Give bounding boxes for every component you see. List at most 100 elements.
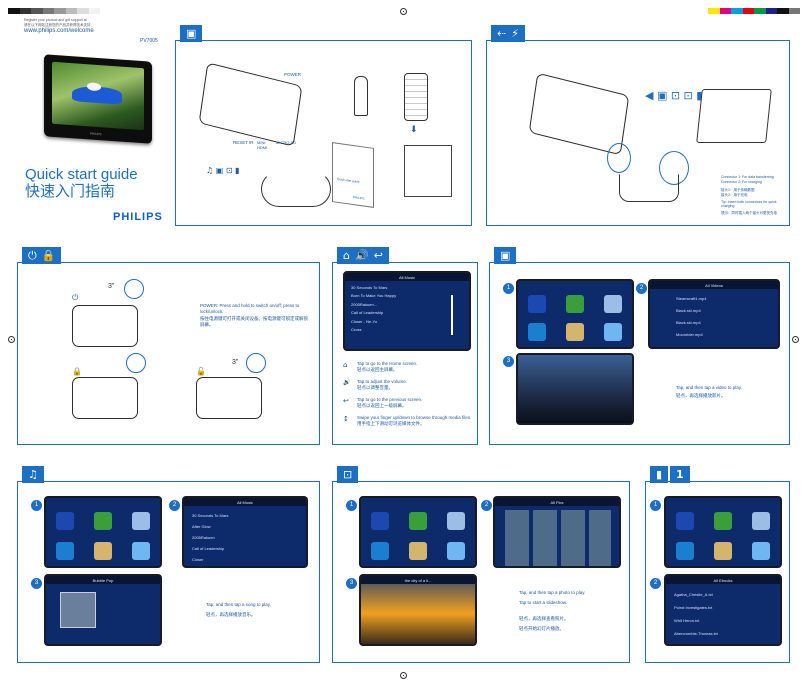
step-1: 1 xyxy=(650,500,661,511)
setting-tile[interactable] xyxy=(447,542,465,560)
list-item[interactable]: 2005Rakuen... xyxy=(351,301,378,307)
power-tab: ⏻ 🔒 xyxy=(22,247,62,264)
car-charger-drawing xyxy=(354,76,368,116)
lock-icon: 🔒 xyxy=(41,249,56,262)
music-tile[interactable] xyxy=(56,512,74,530)
box-contents-tab: ▣ xyxy=(180,25,203,42)
nav-tip-back-cn: 轻点以返回上一级屏幕。 xyxy=(357,403,407,408)
photo-tip-1-en: Tap, and then tap a photo to play. xyxy=(519,590,586,595)
step-1: 1 xyxy=(31,500,42,511)
list-item[interactable]: After Glow xyxy=(192,524,211,529)
photo-tile[interactable] xyxy=(132,512,150,530)
nav-tip-volume-en: Tap to adjust the volume. xyxy=(357,379,408,384)
list-item[interactable]: Call of Leadership xyxy=(351,310,384,316)
music-tile[interactable] xyxy=(528,295,546,313)
photo-tile[interactable] xyxy=(604,295,622,313)
ebook-tile[interactable] xyxy=(676,542,694,560)
step-2: 2 xyxy=(481,500,492,511)
list-item[interactable]: Closer - Ne-Yo xyxy=(351,318,378,324)
box-contents-panel: ▣ POWER RESET IR MINI HDMI MICRO SD ⬇ ♫ … xyxy=(175,25,472,226)
photo-panel: ⊡ 1 2 All Pics 3 the city of a li... Tap… xyxy=(332,466,630,663)
video-tile[interactable] xyxy=(714,512,732,530)
connect-note-3: 接头1：用于传输数据 xyxy=(721,188,755,192)
usb-cable-drawing xyxy=(261,171,331,207)
connect-panel: ⇠ ⚡ ◀ ▣ ⊡ ⊡ ▮ Connector 1: For data tran… xyxy=(486,25,790,226)
music-tile[interactable] xyxy=(676,512,694,530)
website-url[interactable]: www.philips.com/welcome xyxy=(24,28,94,34)
step-2: 2 xyxy=(169,500,180,511)
music-icon: ♫ xyxy=(28,468,38,481)
video-playback-screen xyxy=(516,353,634,425)
video-tile[interactable] xyxy=(94,512,112,530)
setting-tile[interactable] xyxy=(604,323,622,341)
video-tab: ▣ xyxy=(494,247,517,264)
browser-tile[interactable] xyxy=(409,542,427,560)
list-item[interactable]: Black.ski.mp4 xyxy=(676,308,701,313)
unlock-icon: 🔓 xyxy=(196,367,206,376)
list-item[interactable]: Moonrider.mp4 xyxy=(676,332,703,337)
transfer-arrow: ◀ ▣ ⊡ ⊡ ▮ xyxy=(645,89,703,102)
photo-tile[interactable] xyxy=(447,512,465,530)
music-list-screen: All Music 30 Seconds To Mars Born To Mak… xyxy=(343,271,471,351)
power-button-callout xyxy=(124,279,144,299)
music-panel: ♫ 1 2 All Music 30 Seconds To Mars After… xyxy=(17,466,320,663)
list-item[interactable]: 30 Seconds To Mars xyxy=(192,513,229,518)
list-item[interactable]: Poirot Investigates.txt xyxy=(674,605,713,610)
carry-pouch xyxy=(404,145,452,197)
video-tile[interactable] xyxy=(566,295,584,313)
usb-icon: ⇠ xyxy=(497,27,507,40)
connect-note-4: 接头2：用于充电 xyxy=(721,193,748,197)
swipe-icon: ↕ xyxy=(343,415,349,423)
list-item[interactable]: Call of Leadership xyxy=(192,546,225,551)
setting-tile[interactable] xyxy=(752,542,770,560)
photo-thumbnails[interactable] xyxy=(505,510,611,566)
ebook-list-screen: All Ebooks Agatha_Christie_A.txt Poirot … xyxy=(664,574,782,646)
home-screen-video xyxy=(516,279,634,349)
lock-icon: 🔒 xyxy=(72,367,82,376)
video-tip-cn: 轻点，再选择播放影片。 xyxy=(676,393,726,398)
list-item[interactable]: Abercrombie-Thomas.txt xyxy=(674,631,718,636)
cover-title-cn: 快速入门指南 xyxy=(25,183,116,200)
connector-2 xyxy=(659,151,689,185)
list-item[interactable]: Cross xyxy=(351,327,362,333)
list-item[interactable]: Closer xyxy=(192,557,204,562)
list-item[interactable]: Whit Heron.txt xyxy=(674,618,700,623)
home-screen-ebook xyxy=(664,496,782,568)
video-tip-en: Tap, and then tap a video to play. xyxy=(676,385,742,390)
video-tile[interactable] xyxy=(409,512,427,530)
photo-grid-screen: All Pics xyxy=(493,496,621,568)
list-item[interactable]: Steamcraft1.mp4 xyxy=(676,296,707,301)
album-art xyxy=(60,592,96,628)
back-icon: ↩ xyxy=(373,249,383,262)
device-drawing-power xyxy=(72,305,138,347)
ebook-tile[interactable] xyxy=(56,542,74,560)
connector-1 xyxy=(607,143,631,173)
video-list-screen: All Videos Steamcraft1.mp4 Black.ski.mp4… xyxy=(648,279,780,349)
list-item[interactable]: Agatha_Christie_A.txt xyxy=(674,592,713,597)
browser-tile[interactable] xyxy=(714,542,732,560)
ebook-tile[interactable] xyxy=(528,323,546,341)
scroll-arrow[interactable] xyxy=(451,295,459,335)
browser-tile[interactable] xyxy=(566,323,584,341)
connect-note-5: Tip: Insert both connectors for quick ch… xyxy=(721,200,777,209)
volume-icon: 🔊 xyxy=(354,249,369,262)
list-item[interactable]: Black.ski.mp4 xyxy=(676,320,701,325)
register-note-cn: 请在以下网站注册您的产品并获得技术支持 xyxy=(24,23,91,27)
list-item[interactable]: Born To Make You Happy xyxy=(351,293,397,299)
photo-tile[interactable] xyxy=(752,512,770,530)
setting-tile[interactable] xyxy=(132,542,150,560)
power-text-en: POWER: Press and hold to switch on/off; … xyxy=(200,303,300,314)
cover-title-en: Quick start guide xyxy=(25,166,138,183)
ebook-panel: ▮ 1 1 2 All Ebooks Agatha_Christie_A.txt… xyxy=(645,466,790,663)
ebook-tile[interactable] xyxy=(371,542,389,560)
list-item[interactable]: 2005Rakuen xyxy=(192,535,215,540)
power-icon: ⏻ xyxy=(72,293,79,302)
connect-note-6: 提示：同时插入两个接头可更快充电 xyxy=(721,211,777,215)
charge-icon: ⚡ xyxy=(511,27,519,40)
list-item[interactable]: 30 Seconds To Mars xyxy=(351,285,388,290)
step-3: 3 xyxy=(31,578,42,589)
music-tile[interactable] xyxy=(371,512,389,530)
browser-tile[interactable] xyxy=(94,542,112,560)
arrow-down: ⬇ xyxy=(410,124,418,134)
step-2: 2 xyxy=(650,578,661,589)
